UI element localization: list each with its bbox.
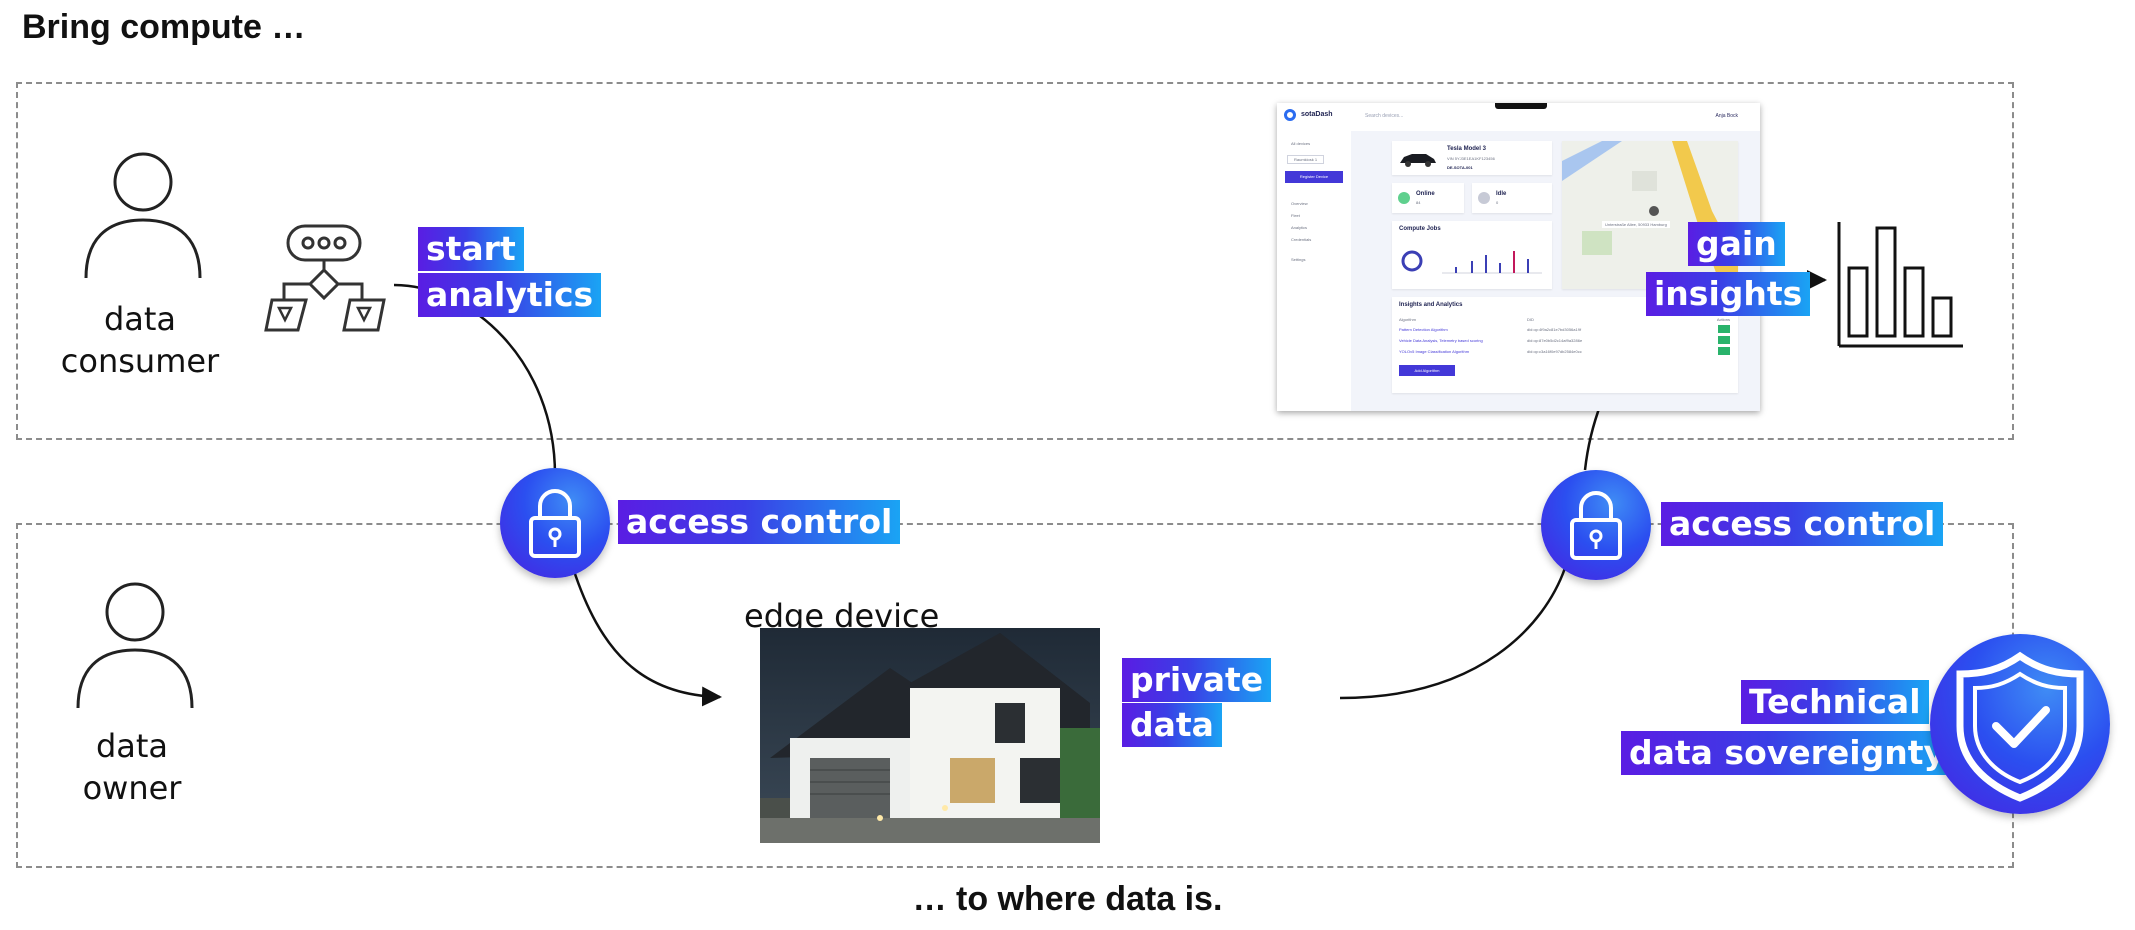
arrow-private-data-to-lock xyxy=(1339,567,1567,700)
sidebar-item-settings: Settings xyxy=(1291,257,1306,262)
insights-row-action xyxy=(1718,325,1730,333)
dashboard-search: Search devices... xyxy=(1365,113,1404,119)
arrow-lock-to-edge-device xyxy=(571,567,722,707)
data-consumer-label: data consumer xyxy=(60,300,220,380)
consumer-zone xyxy=(16,82,2014,440)
insights-row-name: YOLOv5 Image Classification Algorithm xyxy=(1399,349,1470,354)
insights-row-name: Vehicle Data Analysis, Telemetry based s… xyxy=(1399,338,1483,343)
insights-row-id: did:op:87e0b5d2c14af9a3286e xyxy=(1527,338,1583,343)
lock-badge-right xyxy=(1541,470,1651,580)
sidebar-item-fleet: Fleet xyxy=(1291,213,1300,218)
dashboard-sidebar: sotaDash All devices Raumkiosk 1 Registe… xyxy=(1277,103,1351,411)
status-idle-card: Idle 0 xyxy=(1472,183,1552,213)
tag-data: data xyxy=(1122,703,1222,747)
vehicle-title: Tesla Model 3 xyxy=(1447,146,1486,152)
vehicle-card: Tesla Model 3 VIN 5YJ3E1EA1KF123456 DE-S… xyxy=(1392,141,1552,175)
vehicle-subtitle: VIN 5YJ3E1EA1KF123456 xyxy=(1447,156,1495,161)
lock-badge-left xyxy=(500,468,610,578)
compute-jobs-card: Compute Jobs xyxy=(1392,221,1552,289)
heading: Bring compute … xyxy=(22,8,306,46)
status-online-card: Online 84 xyxy=(1392,183,1464,213)
insights-row-action xyxy=(1718,336,1730,344)
map-address: Unterstraße Allee, 50933 Hamburg xyxy=(1602,221,1670,228)
dashboard-user: Anja Bock xyxy=(1715,113,1738,119)
insights-row-name: Pattern Detection Algorithm xyxy=(1399,327,1448,332)
sidebar-item-overview: Overview xyxy=(1291,201,1308,206)
insights-row-action xyxy=(1718,347,1730,355)
insights-row-id: did:op:4f9a2c81e7bd3056a19f xyxy=(1527,327,1582,332)
sidebar-item-analytics: Analytics xyxy=(1291,225,1308,230)
dashboard-notch xyxy=(1495,103,1547,109)
tag-start: start xyxy=(418,227,524,271)
compute-jobs-chart-icon xyxy=(1401,250,1542,274)
vehicle-id: DE-SOTA-001 xyxy=(1447,165,1473,170)
tag-data-sovereignty: data sovereignty xyxy=(1621,731,1953,775)
tag-analytics: analytics xyxy=(418,273,602,317)
padlock-icon xyxy=(1570,491,1622,560)
sidebar-selected-device: Raumkiosk 1 xyxy=(1287,155,1325,164)
tag-technical: Technical xyxy=(1741,680,1929,724)
status-idle-label: Idle xyxy=(1496,191,1507,197)
dashboard-brand: sotaDash xyxy=(1301,111,1333,118)
sidebar-section: All devices xyxy=(1291,141,1311,146)
sidebar-item-credentials: Credentials xyxy=(1291,237,1312,242)
tag-access-control-right: access control xyxy=(1661,502,1944,546)
tag-insights: insights xyxy=(1646,272,1811,316)
add-algorithm-button: Add Algorithm xyxy=(1399,365,1455,376)
insights-col-algorithm: Algorithm xyxy=(1399,317,1416,322)
status-online-value: 84 xyxy=(1416,200,1421,205)
tag-private: private xyxy=(1122,658,1272,702)
footer-caption: … to where data is. xyxy=(912,880,1223,918)
house-photo xyxy=(760,628,1100,843)
status-idle-value: 0 xyxy=(1496,200,1499,205)
online-badge-icon xyxy=(1398,192,1410,204)
data-owner-label: data owner xyxy=(82,727,182,807)
dashboard-logo-icon xyxy=(1284,109,1296,121)
insights-title: Insights and Analytics xyxy=(1399,302,1463,308)
status-online-label: Online xyxy=(1416,191,1435,197)
shield-check-icon xyxy=(1956,651,2084,802)
compute-jobs-title: Compute Jobs xyxy=(1399,226,1441,232)
insights-col-did: DID xyxy=(1527,317,1534,322)
map-card: Unterstraße Allee, 50933 Hamburg xyxy=(1562,141,1738,289)
car-icon xyxy=(1400,154,1436,167)
bar-chart-icon xyxy=(1837,222,1963,348)
dashboard-topbar: Search devices... Anja Bock xyxy=(1351,103,1760,131)
tag-access-control-left: access control xyxy=(618,500,901,544)
idle-badge-icon xyxy=(1478,192,1490,204)
register-device-button: Register Device xyxy=(1285,171,1343,183)
insights-col-actions: Actions xyxy=(1716,317,1730,322)
padlock-icon xyxy=(529,489,581,558)
shield-badge xyxy=(1930,634,2110,814)
insights-row-id: did:op:c3a16f0e97db2584e0cc xyxy=(1527,349,1582,354)
tag-gain: gain xyxy=(1688,222,1785,266)
person-icon xyxy=(84,152,202,279)
algorithm-flowchart-icon xyxy=(264,224,386,332)
person-icon xyxy=(76,582,194,709)
map-icon xyxy=(1562,141,1738,289)
